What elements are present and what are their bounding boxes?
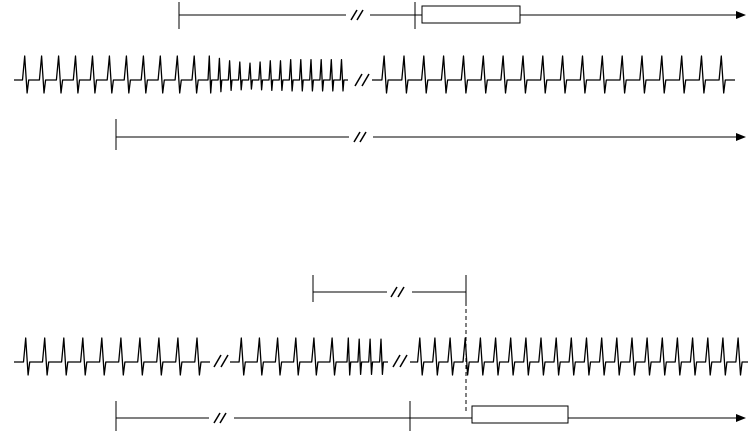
break-mark bbox=[355, 74, 369, 86]
ecg-segment-1 bbox=[14, 338, 210, 375]
top-upper-timeline bbox=[179, 2, 745, 29]
top-panel bbox=[14, 2, 745, 150]
ecg-segment-2 bbox=[372, 56, 735, 93]
break-mark bbox=[393, 355, 407, 367]
ecg-segment-3 bbox=[410, 338, 748, 375]
top-lower-timeline bbox=[116, 119, 745, 150]
break-mark bbox=[354, 132, 366, 142]
ecg-segment-2 bbox=[230, 338, 388, 375]
top-ecg-strip bbox=[14, 56, 735, 93]
bottom-panel bbox=[14, 275, 748, 431]
break-mark bbox=[214, 413, 226, 423]
break-mark bbox=[351, 10, 363, 20]
event-box bbox=[422, 6, 520, 23]
event-box bbox=[472, 406, 568, 423]
break-mark bbox=[391, 287, 404, 297]
bottom-bracket bbox=[313, 275, 466, 302]
ecg-segment-1 bbox=[14, 56, 348, 93]
bottom-baseline-timeline bbox=[116, 401, 745, 431]
bottom-ecg-strip bbox=[14, 338, 748, 375]
break-mark bbox=[214, 355, 228, 367]
